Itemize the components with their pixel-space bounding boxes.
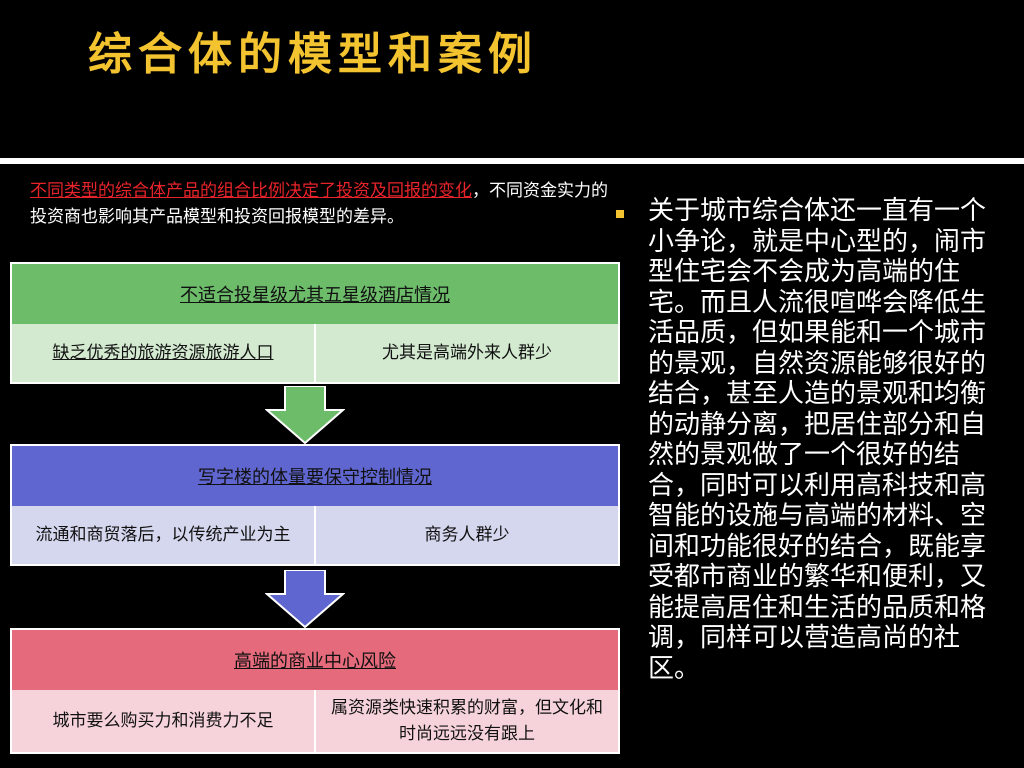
commercial-block-right: 属资源类快速积累的财富，但文化和时尚远远没有跟上 [314, 690, 618, 752]
office-block-left: 流通和商贸落后，以传统产业为主 [12, 506, 314, 564]
intro-highlight: 不同类型的综合体产品的组合比例决定了投资及回报的变化 [30, 181, 472, 201]
down-arrow-green-icon [265, 386, 345, 444]
commercial-block-header: 高端的商业中心风险 [12, 630, 618, 690]
hotel-block-header: 不适合投星级尤其五星级酒店情况 [12, 264, 618, 324]
office-block: 写字楼的体量要保守控制情况 流通和商贸落后，以传统产业为主 商务人群少 [10, 444, 620, 566]
office-block-row: 流通和商贸落后，以传统产业为主 商务人群少 [12, 506, 618, 564]
intro-rest: ，不同资金实力的投资商也影响其产品模型和投资回报模型的差异。 [30, 181, 608, 227]
commercial-block-left: 城市要么购买力和消费力不足 [12, 690, 314, 752]
intro-text: 不同类型的综合体产品的组合比例决定了投资及回报的变化，不同资金实力的投资商也影响… [30, 178, 610, 230]
office-block-header: 写字楼的体量要保守控制情况 [12, 446, 618, 506]
down-arrow-blue-icon [265, 570, 345, 628]
hotel-block-right: 尤其是高端外来人群少 [314, 324, 618, 382]
commercial-block: 高端的商业中心风险 城市要么购买力和消费力不足 属资源类快速积累的财富，但文化和… [10, 628, 620, 754]
side-paragraph: 关于城市综合体还一直有一个小争论，就是中心型的，闹市型住宅会不会成为高端的住宅。… [648, 196, 987, 684]
commercial-block-row: 城市要么购买力和消费力不足 属资源类快速积累的财富，但文化和时尚远远没有跟上 [12, 690, 618, 752]
hotel-block-left: 缺乏优秀的旅游资源旅游人口 [12, 324, 314, 382]
slide-title: 综合体的模型和案例 [88, 29, 538, 80]
bullet-icon [616, 210, 624, 218]
office-block-right: 商务人群少 [314, 506, 618, 564]
hotel-block-row: 缺乏优秀的旅游资源旅游人口 尤其是高端外来人群少 [12, 324, 618, 382]
title-divider [0, 158, 1024, 164]
hotel-block: 不适合投星级尤其五星级酒店情况 缺乏优秀的旅游资源旅游人口 尤其是高端外来人群少 [10, 262, 620, 384]
